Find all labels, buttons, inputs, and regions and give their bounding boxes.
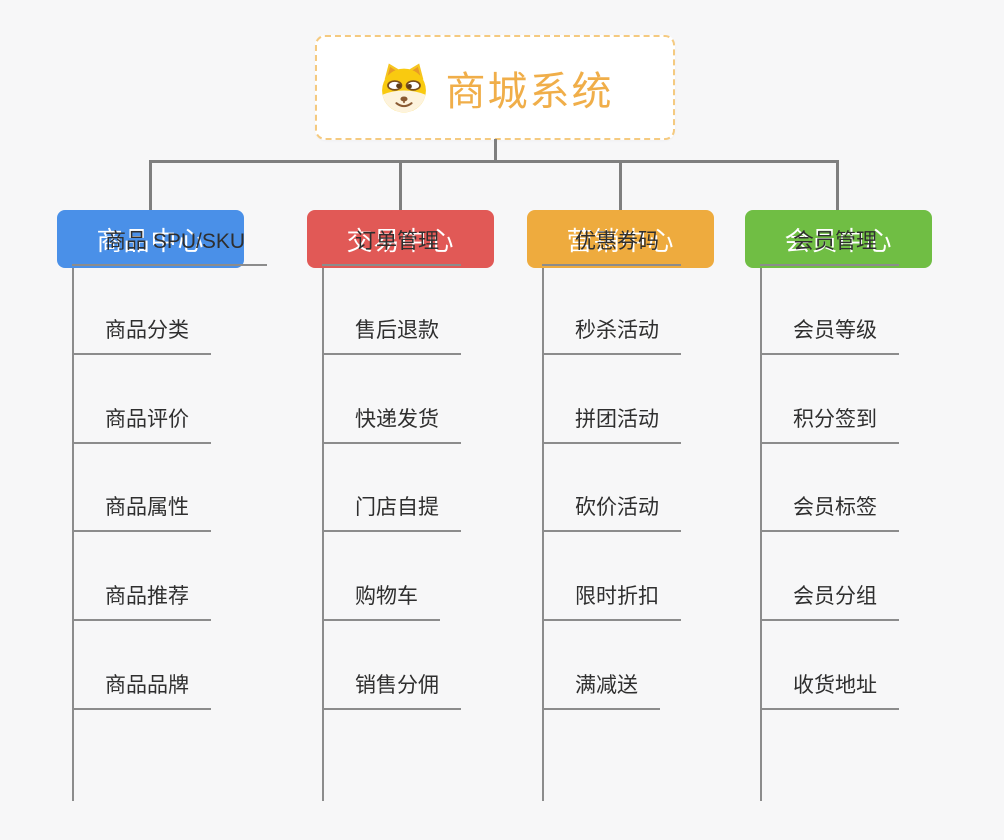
leaf-node[interactable]: 会员等级 — [760, 316, 899, 355]
leaf-node[interactable]: 商品推荐 — [72, 582, 211, 621]
leaf-node[interactable]: 收货地址 — [760, 671, 899, 710]
leaf-node[interactable]: 订单管理 — [322, 227, 461, 266]
root-node[interactable]: 商城系统 — [315, 35, 675, 140]
branch-node-product[interactable]: 商品中心 — [57, 210, 244, 268]
branch-node-trade[interactable]: 交易中心 — [307, 210, 494, 268]
connector-drop-3 — [619, 160, 622, 212]
leaf-node[interactable]: 商品分类 — [72, 316, 211, 355]
leaf-node[interactable]: 快递发货 — [322, 405, 461, 444]
doge-icon — [381, 63, 426, 112]
branch-group-trade: 交易中心 订单管理 售后退款 快递发货 门店自提 购物车 销售分佣 — [307, 210, 557, 810]
branch-connector-line — [760, 268, 762, 801]
branch-connector-line — [322, 268, 324, 801]
leaf-node[interactable]: 拼团活动 — [542, 405, 681, 444]
leaf-node[interactable]: 商品属性 — [72, 493, 211, 532]
branch-connector-line — [72, 268, 74, 801]
leaf-node[interactable]: 商品品牌 — [72, 671, 211, 710]
branch-node-marketing[interactable]: 营销中心 — [527, 210, 714, 268]
branch-connector-line — [542, 268, 544, 801]
connector-bus — [149, 160, 839, 163]
leaf-node[interactable]: 满减送 — [542, 671, 660, 710]
leaf-node[interactable]: 商品评价 — [72, 405, 211, 444]
leaf-node[interactable]: 会员管理 — [760, 227, 899, 266]
leaf-node[interactable]: 积分签到 — [760, 405, 899, 444]
leaf-node[interactable]: 砍价活动 — [542, 493, 681, 532]
connector-drop-1 — [149, 160, 152, 212]
branch-group-product: 商品中心 商品 SPU/SKU 商品分类 商品评价 商品属性 商品推荐 商品品牌 — [57, 210, 307, 810]
leaf-node[interactable]: 购物车 — [322, 582, 440, 621]
leaf-node[interactable]: 商品 SPU/SKU — [72, 227, 268, 266]
connector-drop-4 — [836, 160, 839, 212]
connector-root-stub — [494, 139, 497, 162]
leaf-node[interactable]: 销售分佣 — [322, 671, 461, 710]
leaf-node[interactable]: 秒杀活动 — [542, 316, 681, 355]
leaf-node[interactable]: 会员分组 — [760, 582, 899, 621]
root-label: 商城系统 — [445, 69, 614, 114]
leaf-node[interactable]: 售后退款 — [322, 316, 461, 355]
branch-group-marketing: 营销中心 优惠券码 秒杀活动 拼团活动 砍价活动 限时折扣 满减送 — [527, 210, 777, 810]
branch-group-member: 会员中心 会员管理 会员等级 积分签到 会员标签 会员分组 收货地址 — [745, 210, 995, 810]
leaf-node[interactable]: 会员标签 — [760, 493, 899, 532]
leaf-node[interactable]: 限时折扣 — [542, 582, 681, 621]
leaf-node[interactable]: 优惠券码 — [542, 227, 681, 266]
connector-drop-2 — [399, 160, 402, 212]
branch-node-member[interactable]: 会员中心 — [745, 210, 932, 268]
leaf-node[interactable]: 门店自提 — [322, 493, 461, 532]
